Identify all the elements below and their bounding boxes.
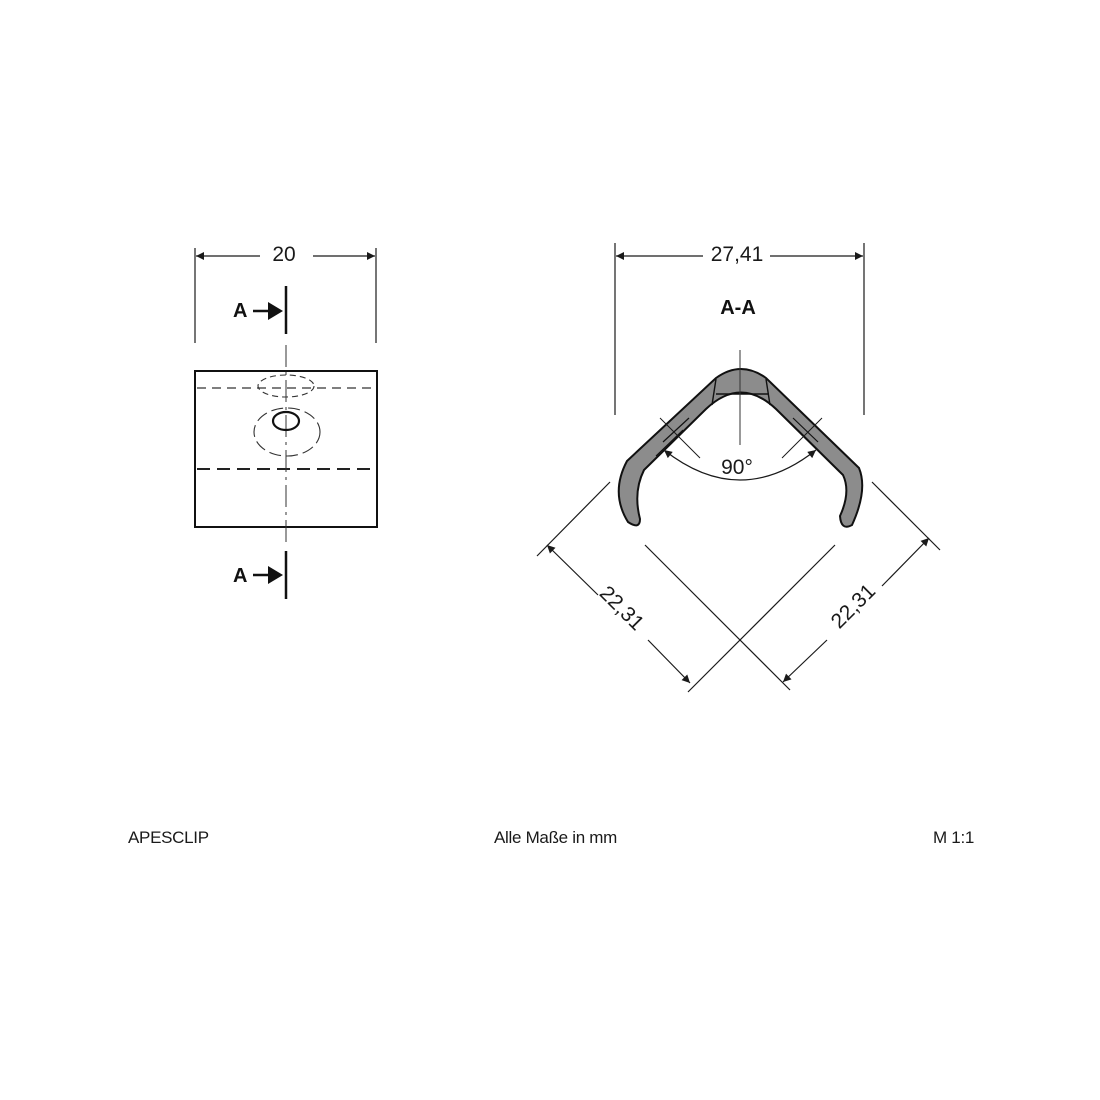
front-width-dimension: 20: [194, 243, 377, 343]
inner-line-left: [662, 417, 690, 443]
front-view: 20 A A: [194, 243, 378, 599]
leg-dimension-right: 22,31: [644, 481, 941, 691]
inner-line-right-2: [797, 429, 825, 457]
section-arrow-bottom-head: [268, 566, 283, 584]
front-width-label: 20: [272, 243, 295, 266]
clip-profile: [617, 368, 864, 528]
dimension-line-upper: [546, 544, 599, 596]
angle-label: 90°: [721, 456, 753, 479]
inner-edge-left: [711, 378, 717, 406]
dimension-line-lower: [782, 639, 828, 683]
inner-edge-right: [765, 378, 771, 406]
dimension-line-lower: [647, 639, 691, 684]
extension-line-outer: [871, 481, 941, 551]
section-marker-top: A: [233, 286, 288, 334]
section-width-label: 27,41: [711, 243, 764, 266]
leg-left-label: 22,31: [595, 582, 648, 635]
extension-line-outer: [536, 481, 611, 557]
extension-line-inner: [644, 544, 791, 691]
leg-dimension-left: 22,31: [536, 481, 836, 693]
section-marker-top-label: A: [233, 300, 247, 322]
section-arrow-top-head: [268, 302, 283, 320]
scale-label: M 1:1: [933, 828, 975, 847]
inner-line-left-2: [655, 429, 684, 457]
hidden-ellipse-upper: [257, 374, 315, 398]
units-note: Alle Maße in mm: [494, 828, 618, 847]
extension-line-inner: [687, 544, 836, 693]
mounting-hole: [271, 410, 301, 432]
section-title: A-A: [720, 297, 756, 319]
angle-dimension: 90°: [659, 417, 823, 481]
part-name: APESCLIP: [128, 828, 209, 847]
leg-right-label: 22,31: [827, 580, 880, 633]
angle-arc: [663, 449, 817, 481]
inner-line-right: [792, 417, 819, 443]
section-marker-bottom: A: [233, 551, 288, 599]
section-view: 27,41 A-A 90° 2: [536, 243, 941, 693]
hidden-ellipse-lower: [253, 407, 321, 457]
profile-inner-lines: [655, 378, 825, 457]
dimension-line-upper: [881, 537, 930, 587]
section-marker-bottom-label: A: [233, 565, 247, 587]
section-width-dimension: 27,41: [614, 243, 865, 415]
